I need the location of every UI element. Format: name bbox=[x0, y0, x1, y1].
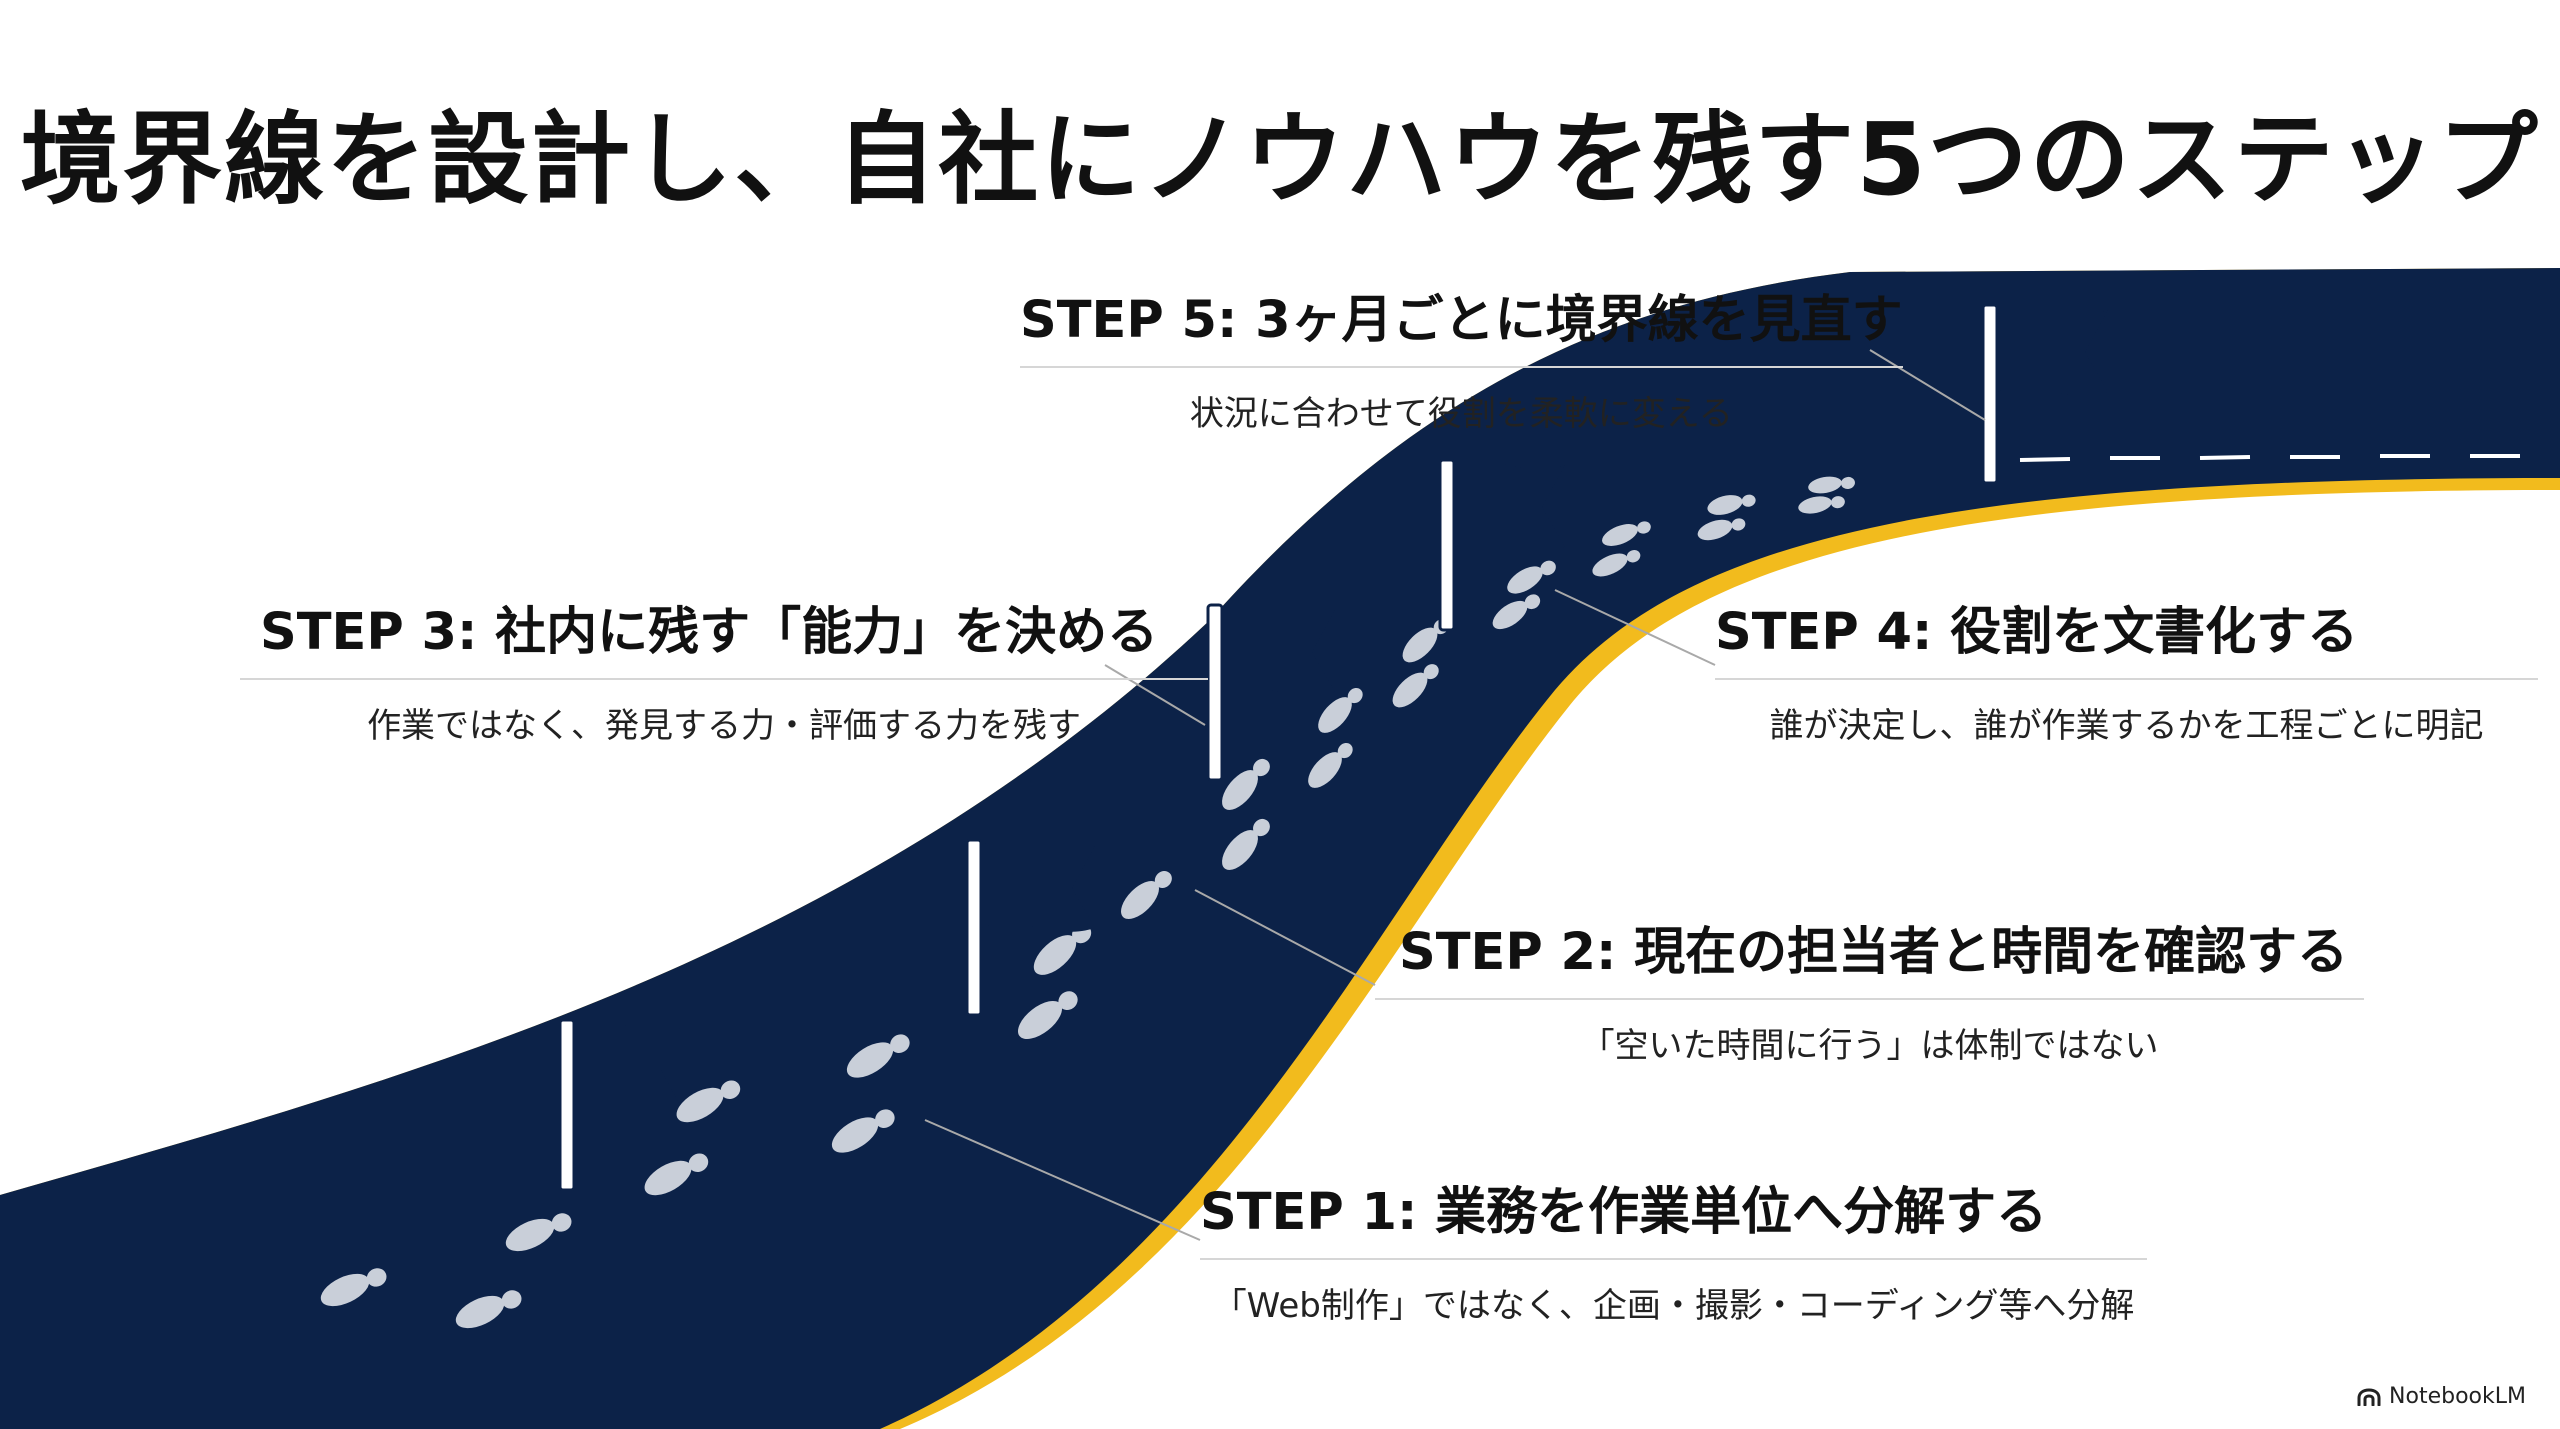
flag-step-1 bbox=[558, 1018, 680, 1192]
road-centerline bbox=[2019, 454, 2520, 462]
leader-step-5 bbox=[1869, 349, 1986, 421]
step-description: 「空いた時間に行う」は体制ではない bbox=[1580, 1026, 2159, 1066]
brand: NotebookLM bbox=[2357, 1384, 2526, 1409]
footprint bbox=[831, 1109, 895, 1153]
flags bbox=[558, 303, 2108, 1192]
road bbox=[0, 268, 2560, 1429]
step-title: STEP 4: 役割を文書化する bbox=[1715, 590, 2539, 680]
step-title: STEP 2: 現在の担当者と時間を確認する bbox=[1375, 910, 2365, 1000]
footprint bbox=[1798, 496, 1845, 514]
page-title: 境界線を設計し、自社にノウハウを残す5つのステップ bbox=[20, 101, 2540, 218]
step-description: 作業ではなく、発見する力・評価する力を残す bbox=[367, 706, 1082, 746]
step-3: STEP 3: 社内に残す「能力」を決める 作業ではなく、発見する力・評価する力… bbox=[240, 590, 1209, 747]
leader-step-2 bbox=[1194, 889, 1376, 986]
step-title: STEP 3: 社内に残す「能力」を決める bbox=[240, 590, 1209, 680]
footprint bbox=[455, 1290, 522, 1329]
step-5: STEP 5: 3ヶ月ごとに境界線を見直す 状況に合わせて役割を柔軟に変える bbox=[1020, 278, 1903, 435]
step-4: STEP 4: 役割を文書化する 誰が決定し、誰が作業するかを工程ごとに明記 bbox=[1715, 590, 2539, 747]
footprint bbox=[644, 1153, 709, 1196]
footprint bbox=[1707, 494, 1756, 515]
leader-step-4 bbox=[1554, 589, 1716, 666]
footprint bbox=[1507, 560, 1556, 594]
footprint bbox=[1121, 870, 1172, 919]
footprint bbox=[1222, 818, 1270, 870]
leader-step-3 bbox=[1104, 664, 1206, 726]
step-2: STEP 2: 現在の担当者と時間を確認する 「空いた時間に行う」は体制ではない bbox=[1375, 910, 2365, 1067]
step-description: 「Web制作」ではなく、企画・撮影・コーディング等へ分解 bbox=[1212, 1286, 2135, 1326]
footprint bbox=[1592, 550, 1641, 577]
footprint bbox=[1018, 991, 1078, 1040]
footprints bbox=[320, 476, 1855, 1329]
footprint bbox=[846, 1034, 910, 1078]
footprint bbox=[1318, 687, 1363, 733]
flag-step-4 bbox=[1438, 458, 1565, 632]
leader-step-1 bbox=[924, 1119, 1201, 1241]
footprint bbox=[676, 1080, 741, 1123]
flag-step-2 bbox=[965, 838, 1095, 1017]
step-title: STEP 5: 3ヶ月ごとに境界線を見直す bbox=[1020, 278, 1903, 368]
footprint bbox=[1492, 594, 1541, 630]
step-description: 誰が決定し、誰が作業するかを工程ごとに明記 bbox=[1769, 706, 2484, 746]
flag-step-5 bbox=[1981, 303, 2108, 485]
footprint bbox=[1808, 476, 1855, 494]
step-title: STEP 1: 業務を作業単位へ分解する bbox=[1200, 1170, 2148, 1260]
footprint bbox=[320, 1268, 387, 1307]
footprint bbox=[1308, 742, 1353, 788]
footprint bbox=[1222, 758, 1270, 810]
footprint bbox=[1602, 521, 1651, 546]
brand-name: NotebookLM bbox=[2389, 1384, 2526, 1409]
step-description: 状況に合わせて役割を柔軟に変える bbox=[1189, 394, 1733, 434]
step-1: STEP 1: 業務を作業単位へ分解する 「Web制作」ではなく、企画・撮影・コ… bbox=[1200, 1170, 2148, 1327]
notebooklm-logo-icon bbox=[2357, 1387, 2381, 1406]
leader-lines bbox=[924, 349, 1986, 1241]
flag-step-3 bbox=[1206, 603, 1335, 782]
footprint bbox=[505, 1213, 572, 1252]
footprint bbox=[1697, 518, 1746, 541]
footprint bbox=[1392, 664, 1439, 708]
